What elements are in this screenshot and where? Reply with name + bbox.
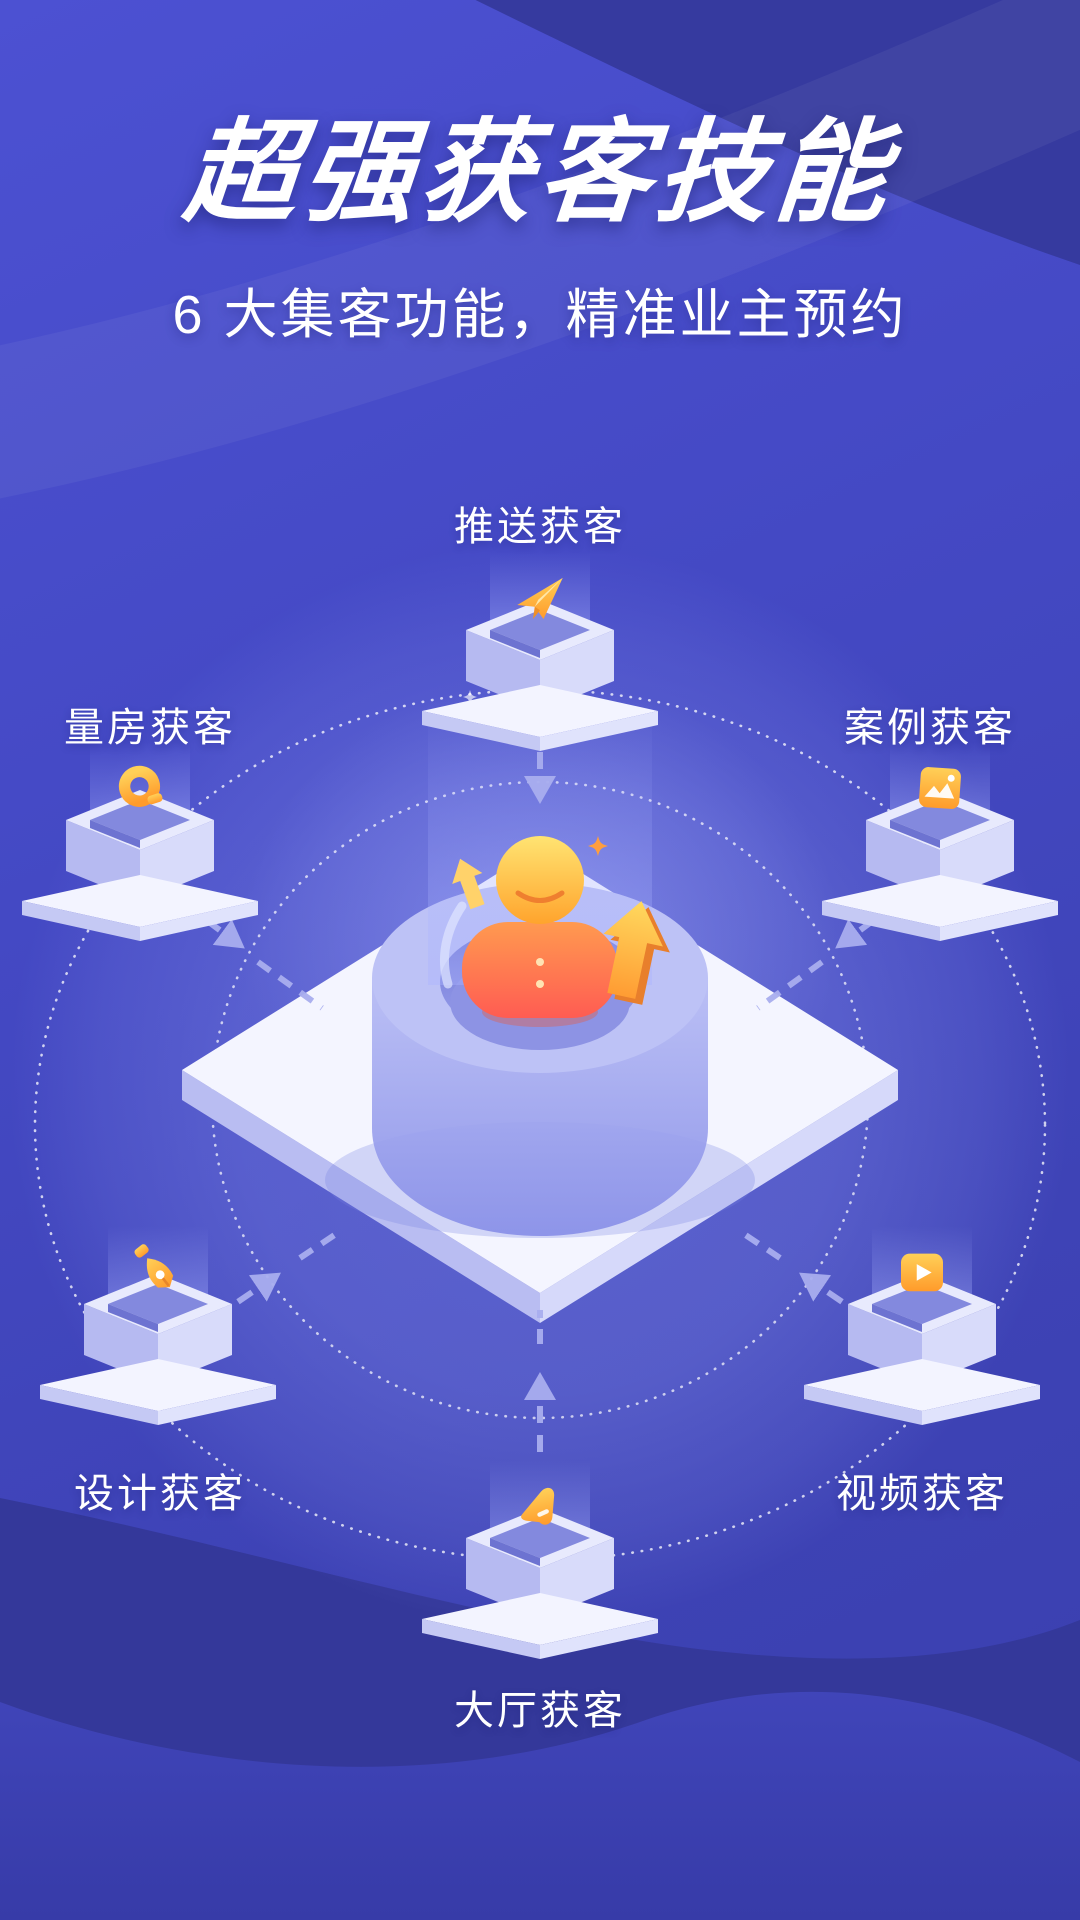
node-label-case: 案例获客 [844,706,1016,750]
sparkle-icon [588,836,608,856]
node-label-push: 推送获客 [454,505,626,549]
video-play-icon [901,1253,943,1292]
gallery-icon [918,766,962,810]
sparkle-icon [463,690,477,704]
page-title: 超强获客技能 [179,110,899,235]
node-label-design: 设计获客 [74,1472,246,1516]
header: 超强获客技能 6 大集客功能，精准业主预约 [0,82,1080,349]
user-icon [439,690,679,1027]
node-label-measure: 量房获客 [64,706,236,750]
orbit-ring-outer [33,688,1047,1562]
node-label-hall: 大厅获客 [454,1689,626,1733]
node-label-video: 视频获客 [836,1472,1008,1516]
page-subtitle: 6 大集客功能，精准业主预约 [172,285,908,345]
